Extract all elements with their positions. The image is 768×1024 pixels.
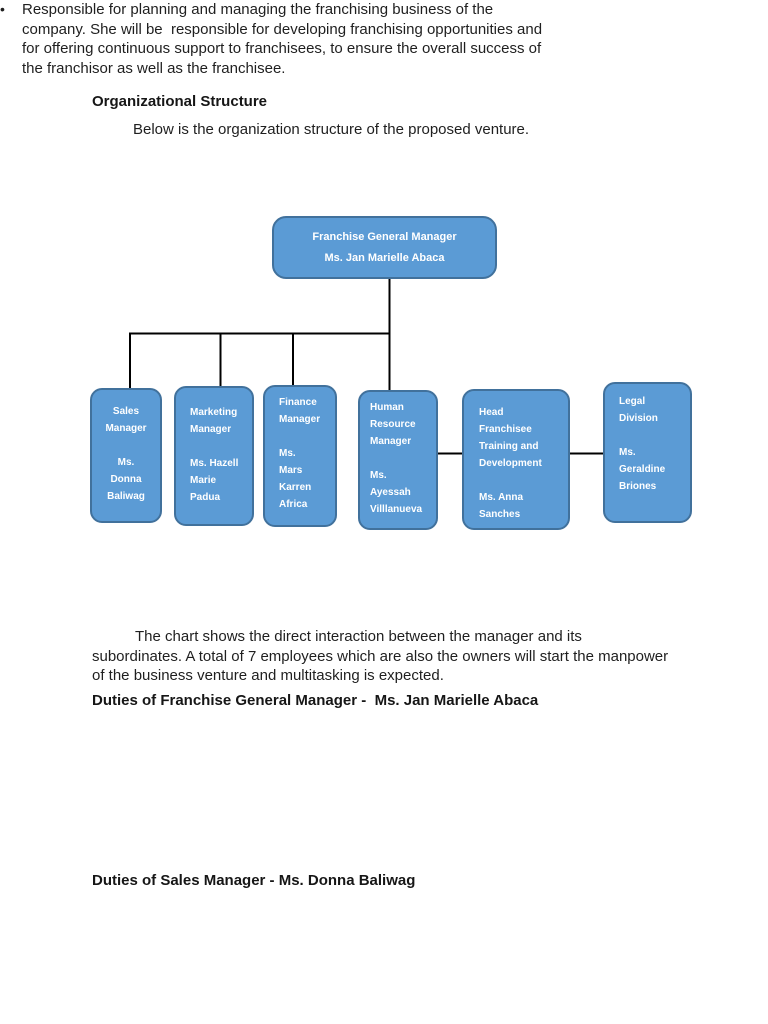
duties-gm-heading: Duties of Franchise General Manager - Ms… (92, 692, 539, 709)
org-node-finance-manager: Finance Manager Ms. Mars Karren Africa (263, 385, 337, 527)
org-node-human-resource-manager: Human Resource Manager Ms. Ayessah Villl… (358, 390, 438, 530)
org-node-title: Sales Manager (105, 406, 147, 434)
org-node-title: Finance Manager (279, 397, 321, 425)
org-node-head-franchisee-training: Head Franchisee Training and Development… (462, 389, 570, 530)
org-node-title: Franchise General Manager (312, 230, 457, 243)
org-node-legal-division: Legal Division Ms. Geraldine Briones (603, 382, 692, 523)
org-node-person: Ms. Anna Sanches (479, 492, 524, 520)
section-heading: Organizational Structure (92, 93, 268, 110)
duties-gm-bullet-text: Responsible for planning and managing th… (22, 1, 543, 77)
duties-gm-bullet-item: • Responsible for planning and managing … (0, 0, 768, 78)
org-node-person: Ms. Donna Baliwag (107, 457, 145, 502)
org-node-franchise-general-manager: Franchise General Manager Ms. Jan Mariel… (272, 216, 497, 279)
org-node-person: Ms. Ayessah Villlanueva (370, 470, 423, 515)
org-node-title: Head Franchisee Training and Development (479, 407, 542, 469)
org-node-title: Legal Division (619, 396, 658, 424)
org-node-marketing-manager: Marketing Manager Ms. Hazell Marie Padua (174, 386, 254, 526)
org-node-person: Ms. Hazell Marie Padua (190, 458, 239, 503)
org-node-sales-manager: Sales Manager Ms. Donna Baliwag (90, 388, 162, 523)
bullet-icon: • (0, 1, 5, 17)
org-node-title: Marketing Manager (190, 407, 238, 435)
org-node-person: Ms. Geraldine Briones (619, 447, 666, 492)
chart-description-paragraph: The chart shows the direct interaction b… (92, 628, 669, 684)
org-node-title: Human Resource Manager (370, 402, 416, 447)
org-node-person: Ms. Jan Marielle Abaca (324, 252, 445, 265)
org-node-person: Ms. Mars Karren Africa (279, 448, 312, 510)
duties-sales-heading: Duties of Sales Manager - Ms. Donna Bali… (92, 872, 416, 889)
intro-paragraph: Below is the organization structure of t… (133, 121, 530, 138)
